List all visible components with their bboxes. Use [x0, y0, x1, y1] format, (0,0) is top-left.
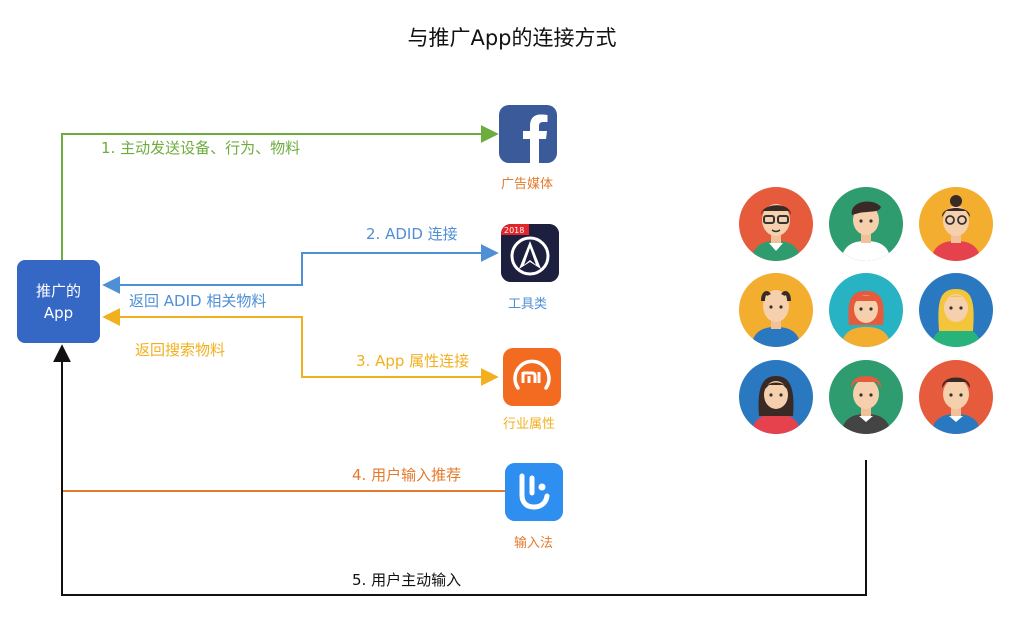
flow-label-3: 3. App 属性连接 [356, 352, 470, 370]
facebook-icon [499, 105, 557, 163]
flow-label-3-return: 返回搜索物料 [135, 341, 226, 359]
user-avatar-icon [739, 273, 813, 347]
user-avatar-icon [829, 360, 903, 434]
tool-app-icon: 2018 [501, 224, 559, 282]
flow-line-5 [53, 344, 867, 596]
user-avatar-icon [739, 360, 813, 434]
user-avatar-icon [919, 360, 993, 434]
user-avatar-icon [829, 273, 903, 347]
user-avatar-icon [919, 273, 993, 347]
diagram-title: 与推广App的连接方式 [407, 26, 617, 50]
target-caption-input-method: 输入法 [514, 536, 554, 551]
target-caption-industry: 行业属性 [503, 417, 556, 432]
tool-app-badge: 2018 [504, 226, 524, 235]
user-avatar-icon [919, 187, 993, 261]
app-node-line2: App [43, 303, 74, 322]
flow-label-4: 4. 用户输入推荐 [352, 466, 462, 484]
flow-label-1: 1. 主动发送设备、行为、物料 [101, 139, 301, 157]
user-avatar-icon [829, 187, 903, 261]
flow-label-5: 5. 用户主动输入 [352, 571, 462, 589]
mi-icon [503, 348, 561, 406]
flow-line-2 [102, 244, 499, 294]
target-caption-tools: 工具类 [508, 297, 548, 312]
keyboard-app-icon [505, 463, 563, 521]
promoted-app-node: 推广的 App [17, 260, 100, 343]
flow-label-2: 2. ADID 连接 [366, 225, 458, 243]
flow-line-1 [61, 125, 499, 260]
flow-label-2-return: 返回 ADID 相关物料 [129, 292, 267, 310]
flow-line-3 [102, 308, 499, 386]
app-node-line1: 推广的 [35, 281, 81, 300]
user-avatar-icon [739, 187, 813, 261]
target-caption-ad-media: 广告媒体 [501, 177, 554, 192]
